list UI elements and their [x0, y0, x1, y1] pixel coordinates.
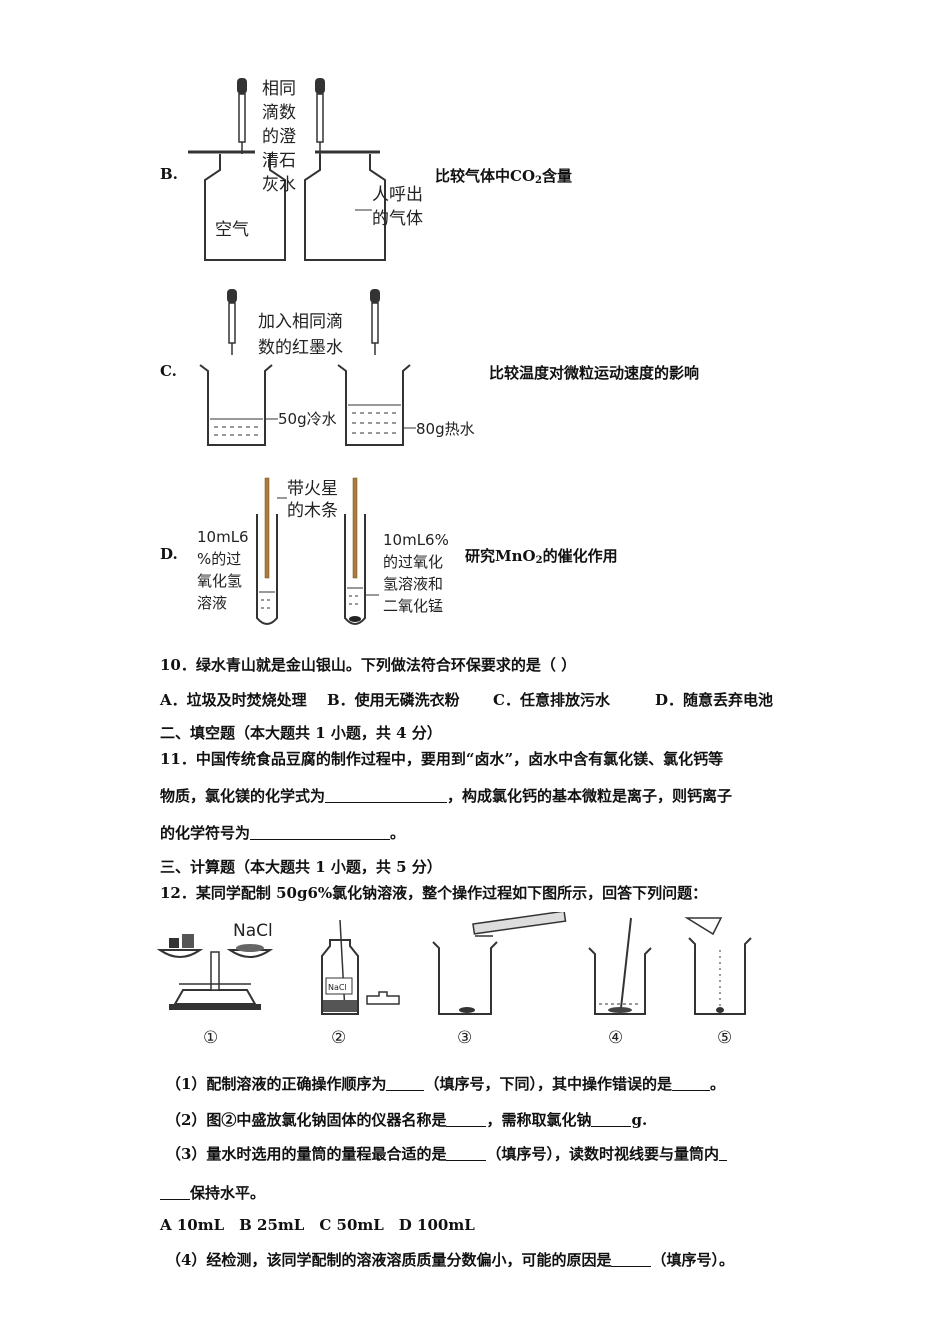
- q12-blank-sightline-a[interactable]: [718, 1146, 727, 1161]
- option-b-letter: B.: [160, 165, 178, 183]
- beaker-pour-icon: [432, 912, 567, 1015]
- figure-b-right-label-1: 人呼出: [372, 185, 423, 205]
- figure-b-top-label-3: 的澄: [262, 127, 296, 147]
- dropper-icon: [315, 78, 325, 154]
- q11-line-2: 物质，氯化镁的化学式为，构成氯化钙的基本微粒是离子，则钙离子: [160, 787, 733, 805]
- q12-blank-sightline-b[interactable]: [160, 1185, 190, 1200]
- step-label-4: ④: [608, 1028, 623, 1048]
- figure-c-cold-water-label: 50g冷水: [278, 410, 337, 428]
- q12-part-1: （1）配制溶液的正确操作顺序为（填序号，下同），其中操作错误的是。: [166, 1075, 725, 1093]
- figure-d-top-label-2: 的木条: [287, 501, 338, 521]
- q12-part-3-line-2: 保持水平。: [160, 1182, 265, 1203]
- figure-c-hot-water-label: 80g热水: [416, 420, 475, 438]
- q12-blank-error-step[interactable]: [671, 1076, 710, 1091]
- option-b-description: 比较气体中CO2含量: [435, 167, 573, 186]
- section-2-heading: 二、填空题（本大题共 1 小题，共 4 分）: [160, 724, 442, 742]
- figure-d-right-label-2: 的过氧化: [383, 553, 443, 571]
- option-c-description: 比较温度对微粒运动速度的影响: [489, 364, 700, 382]
- q11-line-1: 11．中国传统食品豆腐的制作过程中，要用到“卤水”，卤水中含有氯化镁、氯化钙等: [160, 750, 724, 768]
- step-label-3: ③: [457, 1028, 472, 1048]
- figure-d-right-label-4: 二氧化锰: [383, 597, 443, 615]
- figure-d-left-label-2: %的过: [197, 550, 241, 568]
- q12-part-4: （4）经检测，该同学配制的溶液溶质质量分数偏小，可能的原因是（填序号）。: [166, 1251, 734, 1269]
- q10-option-d: D．随意丢弃电池: [655, 691, 774, 709]
- q10-option-b: B．使用无磷洗衣粉: [327, 691, 460, 709]
- figure-d-left-label-1: 10mL6: [197, 528, 249, 546]
- q12-blank-cylinder[interactable]: [446, 1146, 487, 1161]
- step-label-1: ①: [203, 1028, 218, 1048]
- option-d-letter: D.: [160, 545, 178, 563]
- dropper-icon: [227, 289, 237, 355]
- q12-blank-order[interactable]: [386, 1076, 425, 1091]
- q10-option-c: C．任意排放污水: [493, 691, 610, 709]
- figure-q12-nacl-label: NaCl: [233, 921, 273, 941]
- q10-stem: 10．绿水青山就是金山银山。下列做法符合环保要求的是（ ）: [160, 656, 577, 674]
- figure-q12-solution-prep: NaCl NaCl ①: [155, 912, 785, 1052]
- figure-q12-bottle-label: NaCl: [328, 983, 347, 992]
- beaker-stir-icon: [588, 917, 652, 1015]
- figure-b-top-label-2: 滴数: [262, 103, 296, 123]
- section-3-heading: 三、计算题（本大题共 1 小题，共 5 分）: [160, 858, 442, 876]
- balance-icon: [156, 934, 274, 1010]
- dropper-icon: [370, 289, 380, 355]
- figure-b-top-label-5: 灰水: [262, 175, 296, 195]
- step-label-2: ②: [331, 1028, 346, 1048]
- figure-b-air-label: 空气: [215, 220, 249, 240]
- step-label-5: ⑤: [717, 1028, 732, 1048]
- q12-stem: 12．某同学配制 50g6%氯化钠溶液，整个操作过程如下图所示，回答下列问题：: [160, 884, 708, 902]
- q11-blank-ion-symbol[interactable]: [250, 825, 391, 840]
- q12-choices: A 10mL B 25mL C 50mL D 100mL: [160, 1216, 475, 1234]
- figure-c-beakers: 加入相同滴 数的红墨水 50g冷水 80g热水: [190, 285, 500, 450]
- beaker-funnel-icon: [684, 917, 752, 1015]
- reagent-bottle-icon: NaCl: [321, 919, 400, 1015]
- figure-b-top-label-1: 相同: [262, 79, 296, 99]
- q10-option-a: A．垃圾及时焚烧处理: [160, 691, 307, 709]
- figure-b-top-label-4: 清石: [262, 151, 296, 171]
- figure-d-top-label-1: 带火星: [287, 479, 338, 499]
- q12-blank-mass[interactable]: [591, 1112, 632, 1127]
- figure-b-right-label-2: 的气体: [372, 209, 423, 229]
- q12-blank-instrument[interactable]: [446, 1112, 487, 1127]
- dropper-icon: [237, 78, 247, 154]
- figure-d-left-label-4: 溶液: [197, 594, 227, 612]
- q11-blank-formula[interactable]: [325, 788, 448, 803]
- option-d-description: 研究MnO2的催化作用: [465, 547, 618, 566]
- figure-b-limewater-bottles: 相同 滴数 的澄 清石 灰水 空气 人呼出 的气体: [180, 70, 440, 270]
- q12-part-3: （3）量水时选用的量筒的量程最合适的是（填序号），读数时视线要与量筒内: [166, 1143, 727, 1164]
- figure-c-top-label-1: 加入相同滴: [258, 312, 343, 332]
- q11-line-3: 的化学符号为。: [160, 824, 406, 842]
- q12-blank-reason[interactable]: [611, 1252, 652, 1267]
- figure-d-right-label-1: 10mL6%: [383, 531, 449, 549]
- figure-d-left-label-3: 氧化氢: [197, 572, 242, 590]
- option-c-letter: C.: [160, 362, 177, 380]
- figure-d-right-label-3: 氢溶液和: [383, 575, 443, 593]
- figure-d-test-tubes: 带火星 的木条 10mL6 %的过 氧化氢 溶液 10mL6% 的过氧化 氢溶液…: [195, 470, 465, 630]
- figure-c-top-label-2: 数的红墨水: [258, 338, 343, 358]
